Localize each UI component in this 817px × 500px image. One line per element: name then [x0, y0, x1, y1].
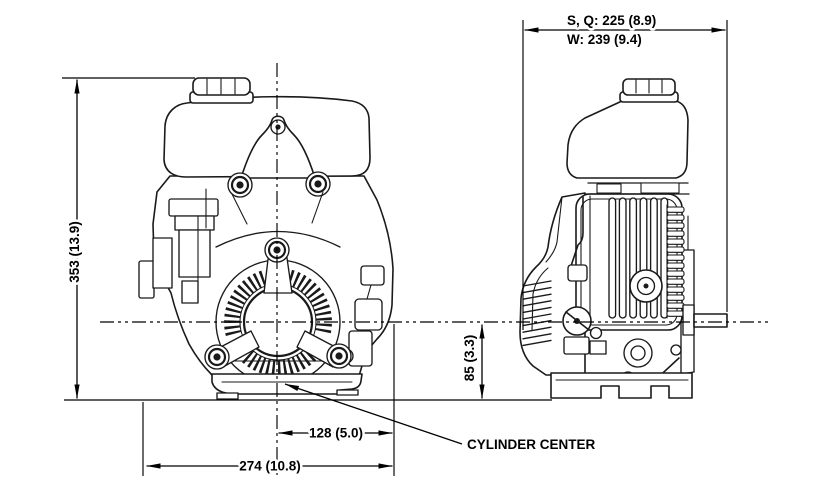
- mounting-base-front: [211, 373, 363, 400]
- spark-plug: [629, 269, 663, 303]
- side-width-label-sq: S, Q: 225 (8.9): [567, 13, 656, 28]
- mounting-base-side: [550, 372, 693, 399]
- pto-shaft: [682, 304, 728, 336]
- shaft-height-label: 85 (3.3): [462, 335, 477, 382]
- front-width-label: 274 (10.8): [239, 459, 301, 474]
- fuel-cap-front: [189, 77, 254, 104]
- starter-bolt-left: [204, 344, 230, 370]
- fuel-tank-side: [566, 100, 689, 179]
- fuel-cock: [562, 306, 592, 336]
- center-cover-hump: [240, 115, 316, 179]
- recoil-fins-side: [522, 280, 552, 347]
- cylinder-center-leader: [284, 383, 463, 445]
- shoulder-bolts: [227, 171, 331, 198]
- side-view: [519, 78, 728, 399]
- starter-grip: [567, 264, 588, 282]
- dimension-annotations: 353 (13.9) 128 (5.0) 274 (10.8) S, Q: 22…: [62, 11, 770, 478]
- starter-bolt-right: [326, 343, 352, 369]
- carburetor-cluster: [138, 188, 219, 304]
- cooling-fins-front: [224, 269, 332, 376]
- tank-bracket: [584, 182, 690, 195]
- cylinder-offset-label: 128 (5.0): [309, 426, 363, 441]
- front-height-label: 353 (13.9): [67, 221, 82, 283]
- side-width-label-w: W: 239 (9.4): [567, 32, 642, 47]
- cylinder-fins-side: [666, 204, 685, 319]
- fuel-cap-side: [619, 78, 679, 103]
- cylinder-center-label: CYLINDER CENTER: [467, 437, 596, 452]
- front-view: [138, 77, 394, 400]
